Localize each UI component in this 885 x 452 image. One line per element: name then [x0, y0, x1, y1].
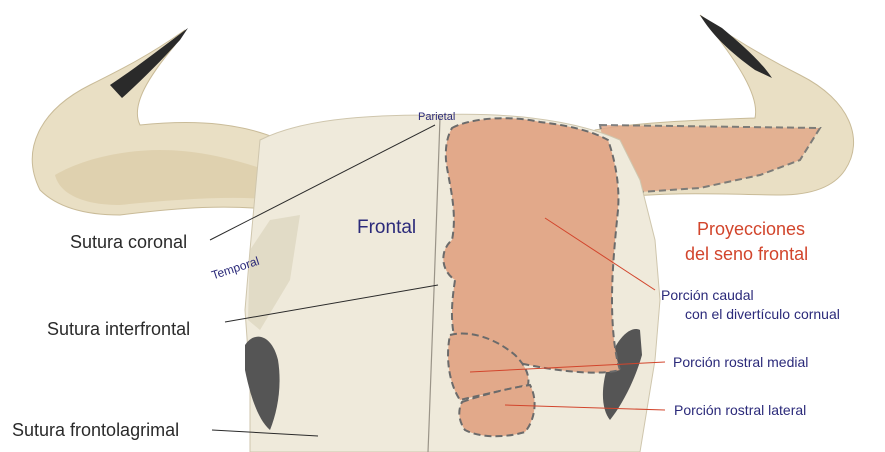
- label-frontal: Frontal: [357, 218, 416, 237]
- label-proyecciones-line1: Proyecciones: [697, 220, 805, 238]
- label-porcion-rostral-lateral: Porción rostral lateral: [674, 403, 806, 417]
- label-porcion-rostral-medial: Porción rostral medial: [673, 355, 808, 369]
- right-horn-tip: [700, 15, 772, 78]
- label-sutura-interfrontal: Sutura interfrontal: [47, 320, 190, 338]
- label-sutura-frontolagrimal: Sutura frontolagrimal: [12, 421, 179, 439]
- label-parietal: Parietal: [418, 112, 455, 123]
- label-proyecciones-line2: del seno frontal: [685, 245, 808, 263]
- label-porcion-caudal-line2: con el divertículo cornual: [685, 307, 840, 321]
- left-horn-tip: [110, 28, 188, 98]
- label-porcion-caudal-line1: Porción caudal: [661, 288, 754, 302]
- label-sutura-coronal: Sutura coronal: [70, 233, 187, 251]
